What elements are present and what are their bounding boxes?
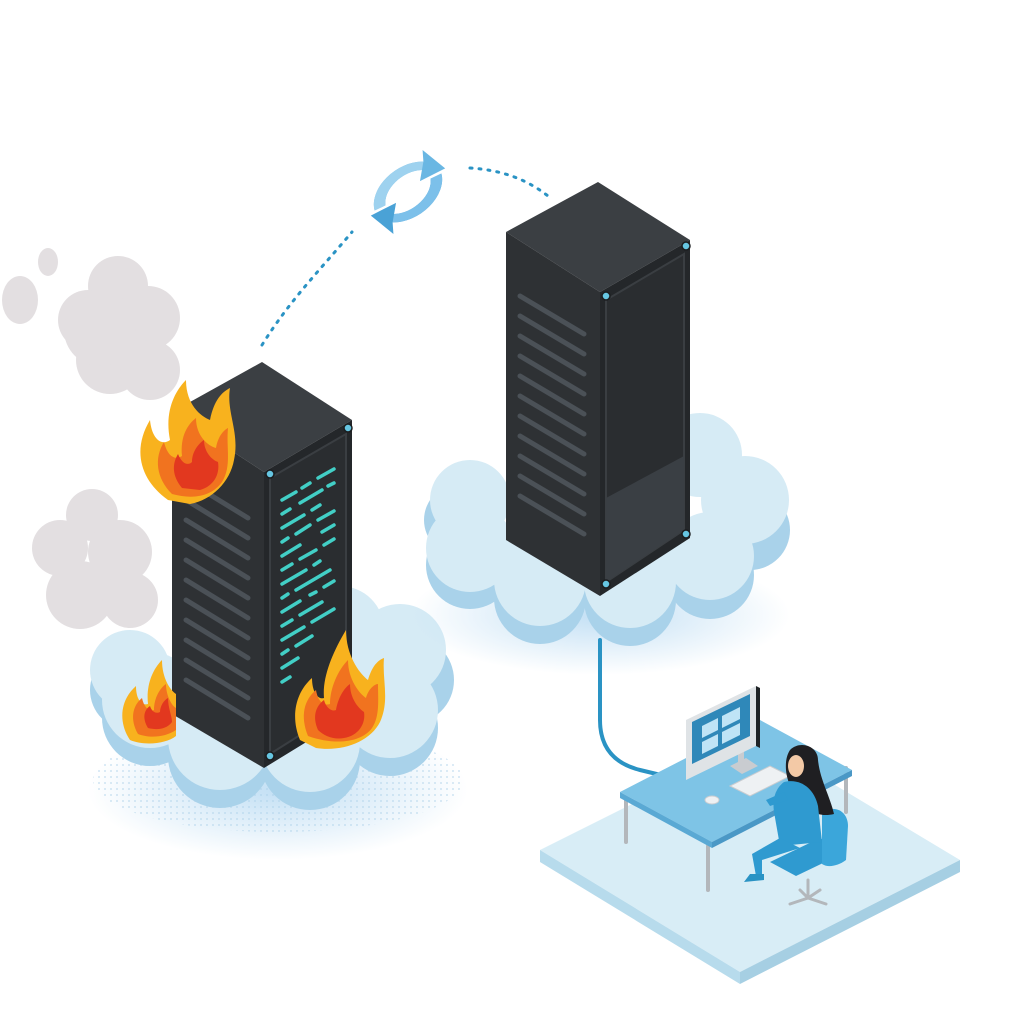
flame-bottom-left bbox=[122, 660, 176, 744]
person-arm bbox=[766, 792, 788, 806]
smoke-puff-lower bbox=[32, 489, 158, 629]
computer-mouse bbox=[704, 795, 720, 805]
monitor-windows bbox=[702, 707, 740, 754]
flame-bottom-right bbox=[295, 630, 386, 749]
rack-top bbox=[506, 182, 690, 292]
flame-top-left bbox=[140, 380, 236, 504]
person-at-desk bbox=[744, 745, 834, 882]
person-legs bbox=[752, 838, 800, 876]
replication-link-dotted bbox=[468, 166, 550, 198]
smoke-puffs bbox=[2, 248, 180, 629]
person-shoe bbox=[744, 874, 764, 882]
server-rack-backup bbox=[506, 182, 691, 596]
rack-top bbox=[172, 362, 352, 472]
person-face bbox=[788, 755, 804, 777]
sync-arrows-icon bbox=[370, 150, 446, 234]
rack-status-leds bbox=[280, 467, 336, 684]
server-rack-primary bbox=[172, 362, 353, 768]
smoke-puff bbox=[38, 248, 58, 276]
rack-bolts bbox=[601, 241, 691, 589]
smoke-puff bbox=[2, 276, 38, 324]
network-cable bbox=[598, 638, 692, 784]
smoke-puff-large bbox=[58, 256, 180, 400]
monitor-back bbox=[756, 686, 760, 748]
rack-vents bbox=[183, 477, 251, 721]
office-chair bbox=[770, 808, 848, 906]
rack-vents bbox=[517, 293, 587, 537]
desktop-computer bbox=[686, 686, 792, 805]
replication-link-dotted bbox=[260, 230, 354, 347]
rack-glass-lower bbox=[606, 456, 684, 582]
